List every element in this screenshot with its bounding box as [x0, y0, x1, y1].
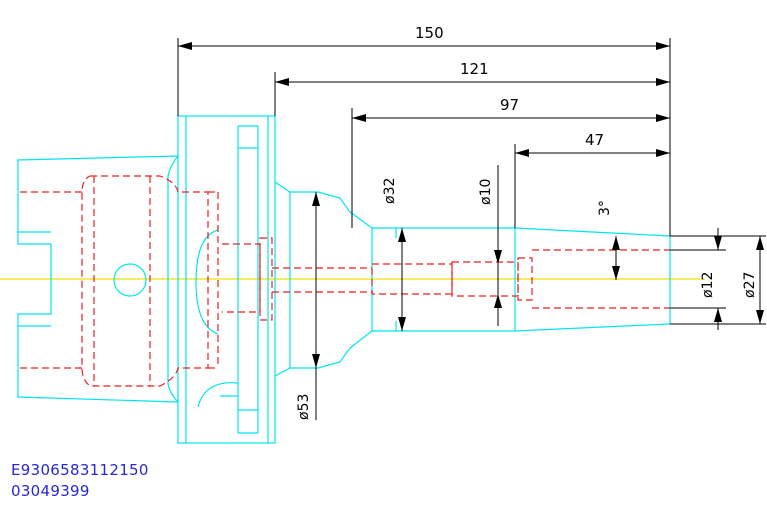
dimension-lines — [177, 38, 766, 420]
dia-27-label: ø27 — [742, 272, 758, 298]
taper-angle-label: 3° — [597, 200, 613, 216]
dia-10-label: ø10 — [478, 179, 494, 205]
dim-47-label: 47 — [585, 131, 604, 149]
dim-150-label: 150 — [415, 24, 444, 42]
dia-32-label: ø32 — [382, 178, 398, 204]
dim-97-label: 97 — [500, 96, 519, 114]
hidden-lines — [20, 175, 670, 387]
dia-12-label: ø12 — [700, 272, 716, 298]
part-code-primary: E9306583112150 — [11, 461, 149, 479]
dia-53-label: ø53 — [296, 394, 312, 420]
dim-121-label: 121 — [460, 60, 489, 78]
part-code-secondary: 03049399 — [11, 482, 90, 500]
